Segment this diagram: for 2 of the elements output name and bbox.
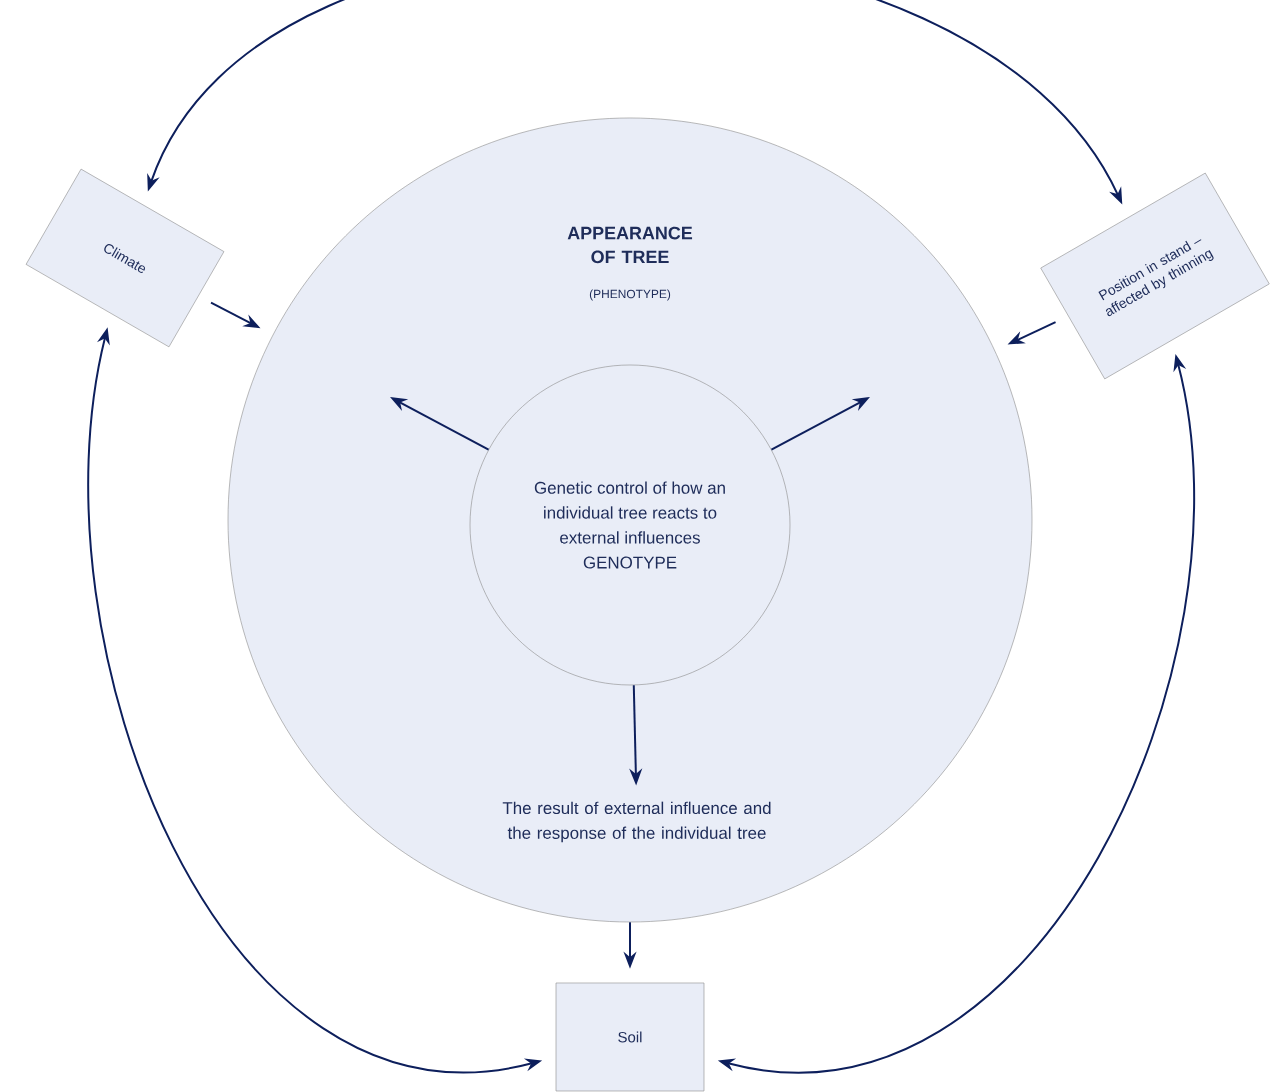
result-text: The result of external influence and the response of the individual tree [502,801,771,843]
factor-box: Soil [555,982,705,1092]
